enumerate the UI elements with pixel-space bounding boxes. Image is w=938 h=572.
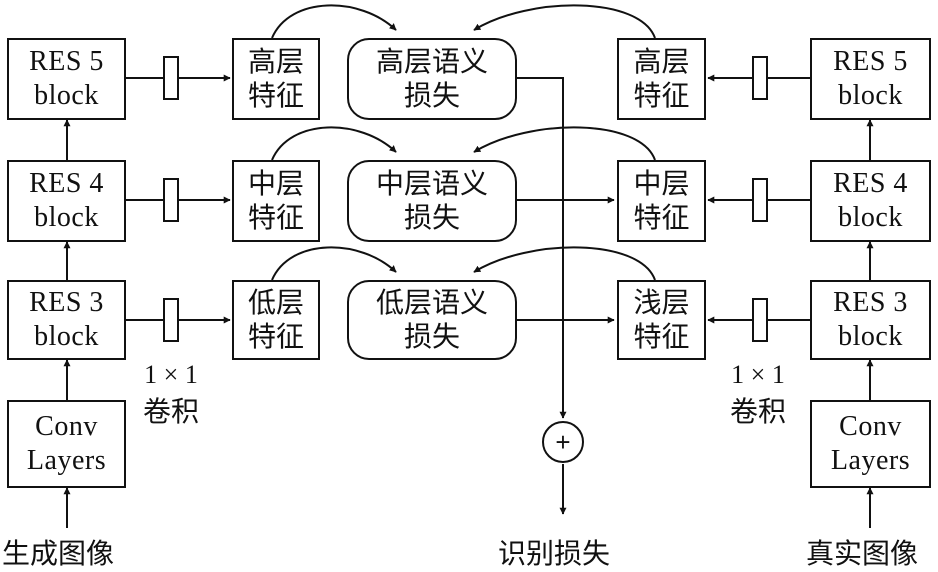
high-semantic-loss: 高层语义 损失: [347, 38, 517, 120]
left-conv1x1-mid: [163, 178, 179, 222]
left-mid-feature-line2: 特征: [247, 201, 304, 234]
left-res5-line1: RES 5: [29, 45, 104, 77]
left-conv-line2: Layers: [26, 445, 107, 476]
right-conv1x1-text: 卷积: [729, 395, 786, 428]
high-loss-line2: 损失: [403, 79, 460, 112]
curve-left-low: [271, 246, 397, 281]
sum-node: +: [542, 421, 584, 463]
left-high-feature: 高层 特征: [232, 38, 320, 120]
left-high-feature-line1: 高层: [247, 44, 304, 78]
left-mid-feature: 中层 特征: [232, 160, 320, 242]
right-res5-line2: block: [838, 80, 903, 111]
right-conv1x1-low: [752, 298, 768, 342]
mid-loss-line1: 中层语义: [375, 166, 488, 200]
left-conv1x1-high: [163, 56, 179, 100]
right-high-feature-line2: 特征: [633, 79, 690, 112]
curve-right-low: [473, 246, 656, 281]
right-low-feature-line2: 特征: [633, 320, 690, 353]
right-conv1x1-size: 1 × 1: [731, 360, 785, 389]
right-conv1x1-high: [752, 56, 768, 100]
recognition-loss-label: 识别损失: [498, 537, 611, 570]
mid-loss-line2: 损失: [403, 201, 460, 234]
left-res3-line1: RES 3: [29, 286, 104, 318]
low-loss-line1: 低层语义: [375, 285, 488, 319]
left-conv1x1-label: 1 × 1 卷积: [136, 360, 206, 430]
right-conv-line1: Conv: [839, 410, 902, 442]
right-input-label: 真实图像: [806, 537, 919, 570]
right-low-feature-line1: 浅层: [633, 285, 690, 319]
curve-left-mid: [271, 126, 397, 161]
right-res4-line1: RES 4: [833, 167, 908, 199]
mid-semantic-loss: 中层语义 损失: [347, 160, 517, 242]
left-conv1x1-text: 卷积: [142, 395, 199, 428]
right-mid-feature: 中层 特征: [617, 160, 706, 242]
high-loss-line1: 高层语义: [375, 44, 488, 78]
right-shallow-feature: 浅层 特征: [617, 280, 706, 360]
left-conv-line1: Conv: [35, 410, 98, 442]
left-low-feature-line2: 特征: [247, 320, 304, 353]
left-conv1x1-size: 1 × 1: [144, 360, 198, 389]
right-conv1x1-mid: [752, 178, 768, 222]
right-high-feature: 高层 特征: [617, 38, 706, 120]
left-input-label: 生成图像: [2, 537, 115, 570]
left-low-feature-line1: 低层: [247, 285, 304, 319]
low-semantic-loss: 低层语义 损失: [347, 280, 517, 360]
right-conv-line2: Layers: [830, 445, 911, 476]
right-res4-block: RES 4 block: [810, 160, 931, 242]
right-res3-line2: block: [838, 321, 903, 352]
left-low-feature: 低层 特征: [232, 280, 320, 360]
right-res4-line2: block: [838, 202, 903, 233]
left-res4-line1: RES 4: [29, 167, 104, 199]
left-res3-line2: block: [34, 321, 99, 352]
left-high-feature-line2: 特征: [247, 79, 304, 112]
right-res3-line1: RES 3: [833, 286, 908, 318]
left-mid-feature-line1: 中层: [247, 166, 304, 200]
curve-right-mid: [473, 126, 656, 161]
line-high-loss-to-sum: [517, 77, 567, 419]
right-high-feature-line1: 高层: [633, 44, 690, 78]
right-conv-layers: Conv Layers: [810, 400, 931, 488]
left-conv-layers: Conv Layers: [7, 400, 126, 488]
right-mid-feature-line1: 中层: [633, 166, 690, 200]
right-res5-line1: RES 5: [833, 45, 908, 77]
right-res5-block: RES 5 block: [810, 38, 931, 120]
low-loss-line2: 损失: [403, 320, 460, 353]
left-res4-block: RES 4 block: [7, 160, 126, 242]
right-res3-block: RES 3 block: [810, 280, 931, 360]
right-conv1x1-label: 1 × 1 卷积: [723, 360, 793, 430]
left-conv1x1-low: [163, 298, 179, 342]
left-res4-line2: block: [34, 202, 99, 233]
left-res5-block: RES 5 block: [7, 38, 126, 120]
curve-left-high: [271, 4, 397, 39]
curve-right-high: [473, 4, 656, 39]
left-res3-block: RES 3 block: [7, 280, 126, 360]
right-mid-feature-line2: 特征: [633, 201, 690, 234]
left-res5-line2: block: [34, 80, 99, 111]
